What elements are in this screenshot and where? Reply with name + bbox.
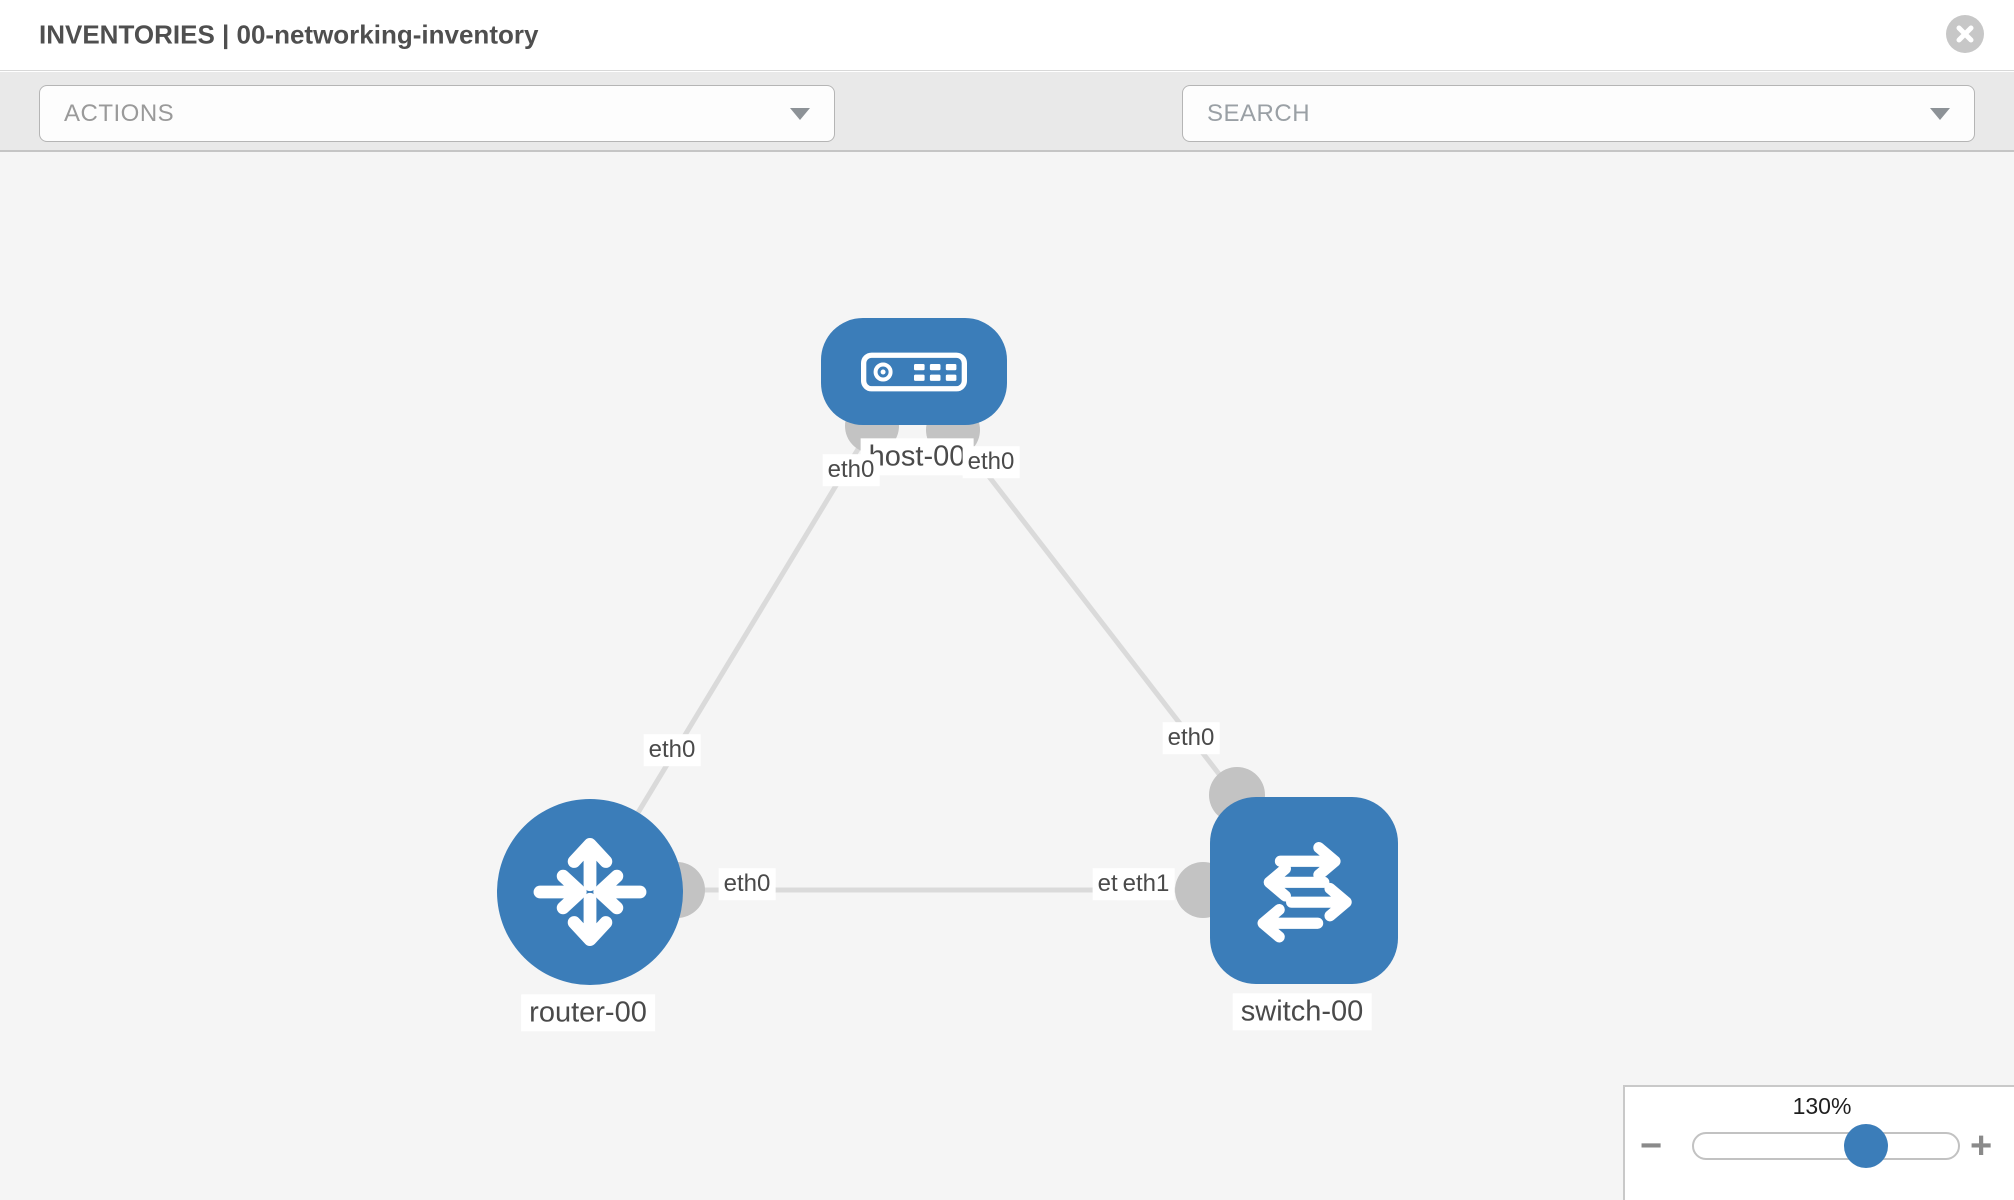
search-dropdown[interactable] xyxy=(1182,85,1975,142)
node-host-00[interactable] xyxy=(821,318,1007,425)
iface-label: eth0 xyxy=(718,868,776,900)
node-switch-00[interactable] xyxy=(1210,797,1398,984)
zoom-level: 130% xyxy=(1792,1093,1852,1119)
node-label-host: host-00 xyxy=(860,438,974,476)
iface-label: eth1 xyxy=(1117,868,1175,900)
router-icon xyxy=(533,838,647,946)
host-icon xyxy=(861,352,967,391)
switch-icon xyxy=(1257,841,1352,942)
iface-label: eth0 xyxy=(962,446,1020,478)
topology-links-layer xyxy=(587,399,1272,918)
zoom-slider-thumb[interactable] xyxy=(1844,1124,1888,1168)
zoom-in-button[interactable]: + xyxy=(1970,1125,1993,1167)
panel-header: INVENTORIES | 00-networking-inventory xyxy=(0,0,2014,71)
close-icon xyxy=(1956,25,1974,43)
search-input[interactable] xyxy=(1207,99,1930,128)
actions-dropdown[interactable]: ACTIONS xyxy=(39,85,835,142)
chevron-down-icon xyxy=(1930,107,1950,120)
link-host-switch xyxy=(951,428,1272,842)
iface-label: eth0 xyxy=(822,454,880,486)
topology-canvas[interactable]: host-00 router-00 switch-00 eth0 eth0 et… xyxy=(0,152,2014,1200)
zoom-out-button[interactable]: − xyxy=(1640,1125,1663,1167)
node-label-router: router-00 xyxy=(521,994,655,1032)
actions-dropdown-label: ACTIONS xyxy=(64,99,175,127)
chevron-down-icon xyxy=(790,107,810,120)
page-title: INVENTORIES | 00-networking-inventory xyxy=(39,19,539,50)
node-label-switch: switch-00 xyxy=(1232,993,1372,1031)
zoom-control-panel: 130% − + xyxy=(1623,1085,2014,1200)
iface-label: eth0 xyxy=(643,734,701,766)
topology-toolbar: ACTIONS xyxy=(0,72,2014,208)
close-button[interactable] xyxy=(1946,15,1984,53)
zoom-slider[interactable] xyxy=(1692,1124,1960,1168)
iface-label: eth0 xyxy=(1162,722,1220,754)
node-router-00[interactable] xyxy=(497,799,683,985)
